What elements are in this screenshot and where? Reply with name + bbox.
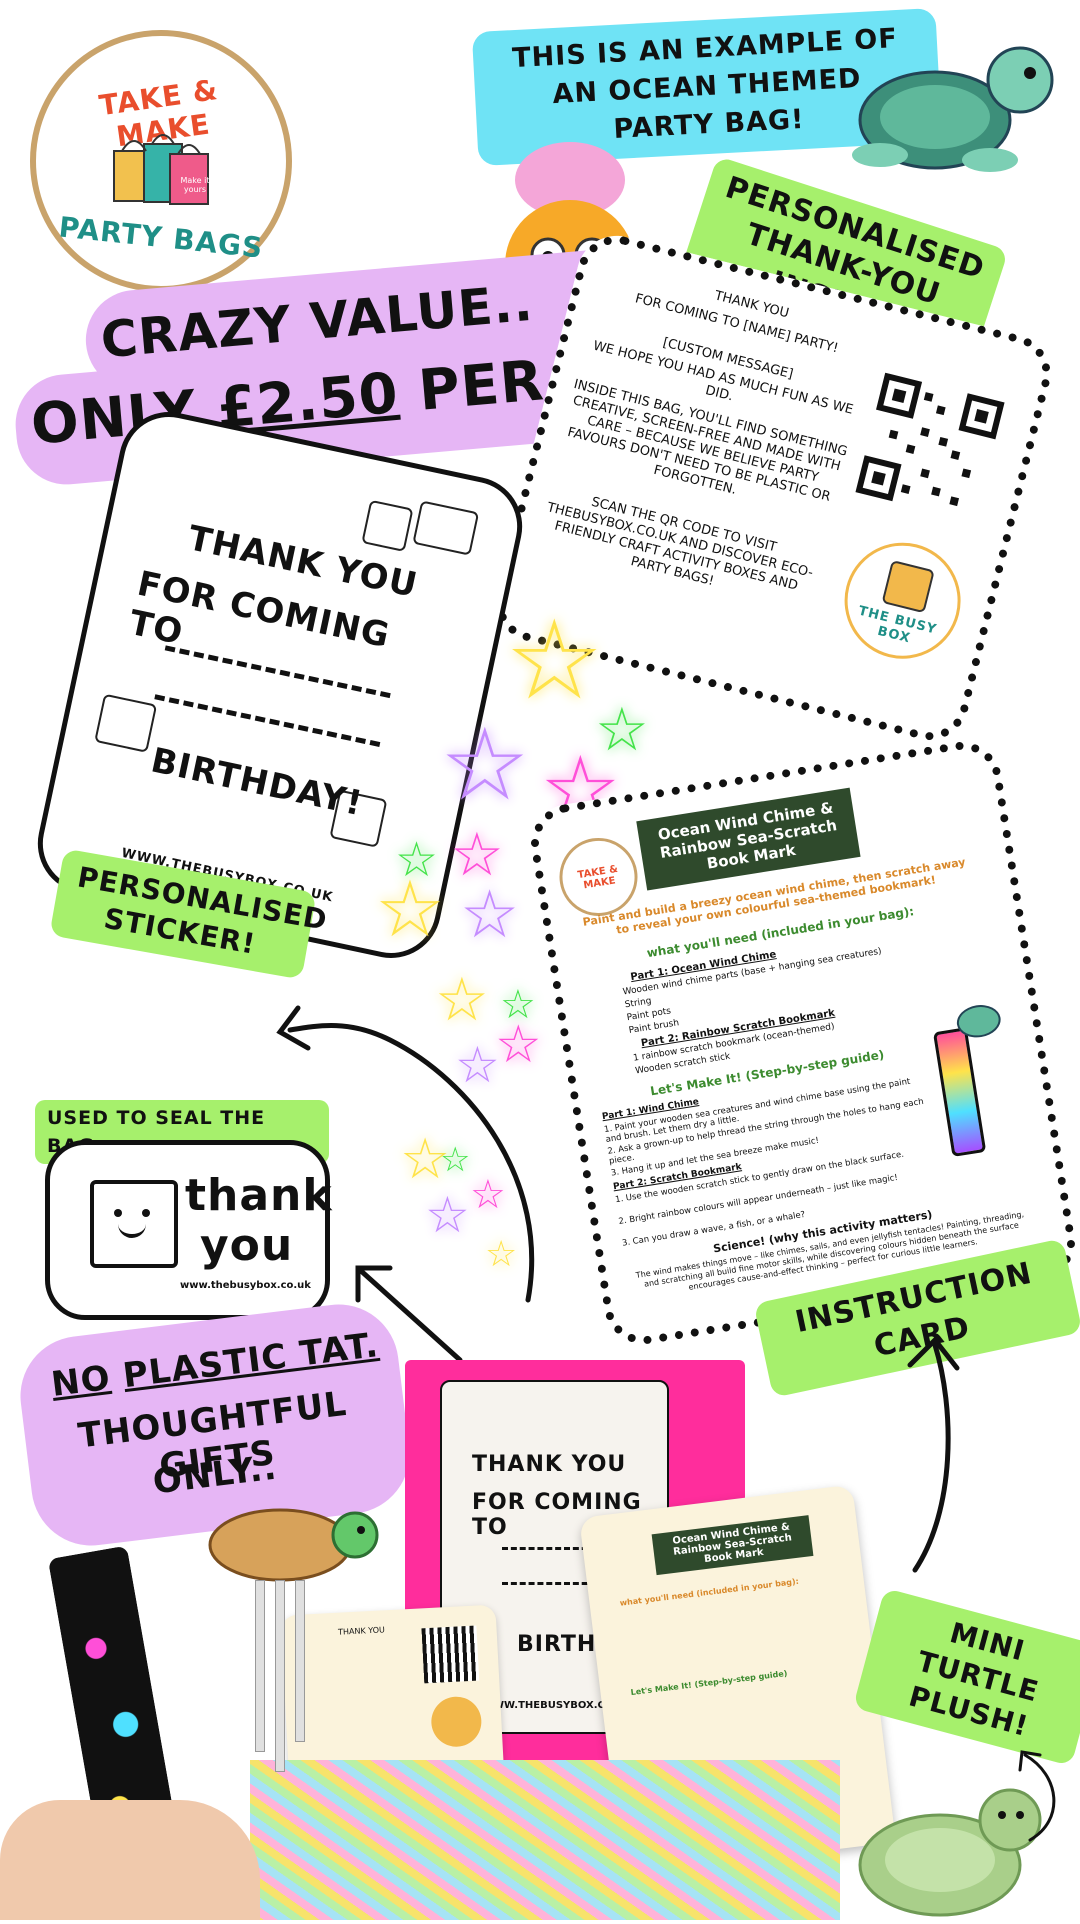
wooden-turtle-chime bbox=[195, 1490, 385, 1590]
box-character-icon bbox=[361, 499, 414, 552]
qr-code-icon bbox=[854, 371, 1006, 524]
bag-sticker-url: WWW.THEBUSYBOX.CO.UK bbox=[482, 1700, 633, 1711]
cake-doodle-icon bbox=[412, 500, 480, 556]
take-make-logo: TAKE & MAKE Make it yours PARTY BAGS bbox=[30, 30, 292, 292]
seal-url: www.thebusybox.co.uk bbox=[180, 1280, 311, 1291]
turtle-plush-icon bbox=[850, 1760, 1050, 1920]
gift-doodle-icon bbox=[94, 693, 158, 753]
star-icon: ☆ bbox=[460, 876, 520, 953]
character-eye-right bbox=[142, 1209, 150, 1217]
star-icon: ☆ bbox=[395, 832, 439, 888]
character-smile bbox=[118, 1222, 146, 1238]
star-icon: ☆ bbox=[500, 982, 536, 1028]
name-blank-2 bbox=[154, 694, 381, 747]
thank-you-insert-card: THANK YOU FOR COMING TO [NAME] PARTY! [C… bbox=[486, 227, 1060, 749]
instruction-title: Ocean Wind Chime & Rainbow Sea-Scratch B… bbox=[636, 787, 861, 891]
bag-sticker-line2: FOR COMING TO bbox=[472, 1490, 642, 1540]
bag-name-blank-1 bbox=[502, 1547, 632, 1550]
star-icon: ☆ bbox=[595, 695, 649, 765]
chime-tube-2 bbox=[275, 1580, 285, 1772]
photo-card-heading: what you'll need (included in your bag): bbox=[619, 1576, 800, 1608]
sticker-line3: BIRTHDAY! bbox=[147, 740, 367, 825]
star-icon: ☆ bbox=[470, 1172, 506, 1218]
chime-tube-1 bbox=[255, 1580, 265, 1752]
arrow-icon bbox=[895, 1330, 975, 1580]
seal-text-2: you bbox=[200, 1220, 294, 1271]
arrow-icon bbox=[270, 980, 550, 1320]
shopping-bags-icon bbox=[106, 126, 216, 216]
star-icon: ☆ bbox=[440, 1140, 471, 1180]
star-icon: ☆ bbox=[485, 1234, 518, 1275]
busy-box-logo-text: THE BUSY BOX bbox=[856, 603, 939, 647]
arrow-icon bbox=[350, 1250, 470, 1370]
photo-card-title: Ocean Wind Chime & Rainbow Sea-Scratch B… bbox=[651, 1515, 814, 1576]
star-icon: ☆ bbox=[425, 1186, 470, 1244]
busy-box-logo: THE BUSY BOX bbox=[832, 530, 973, 672]
star-icon: ☆ bbox=[455, 1036, 500, 1094]
seal-sticker: thank you www.thebusybox.co.uk bbox=[45, 1140, 333, 1320]
logo-line2: PARTY BAGS bbox=[57, 210, 265, 265]
character-eye-left bbox=[114, 1209, 122, 1217]
star-icon: ☆ bbox=[400, 1127, 451, 1192]
box-character-icon bbox=[90, 1180, 178, 1268]
photo-qr-code-icon bbox=[421, 1625, 480, 1684]
photo-busybox-logo bbox=[430, 1695, 483, 1748]
star-icon: ☆ bbox=[505, 596, 604, 724]
star-icon: ☆ bbox=[450, 820, 504, 890]
logo-bag-text: Make it yours bbox=[180, 176, 210, 194]
star-icon: ☆ bbox=[375, 865, 445, 955]
chime-tube-3 bbox=[295, 1580, 305, 1742]
star-icon: ☆ bbox=[440, 706, 530, 823]
star-icon: ☆ bbox=[495, 1015, 542, 1075]
bookmark-image bbox=[932, 1027, 987, 1157]
hand-photo bbox=[0, 1800, 260, 1920]
shredded-paper bbox=[250, 1760, 840, 1920]
star-icon: ☆ bbox=[435, 965, 489, 1035]
robot-icon bbox=[881, 559, 935, 614]
part1-item-1: String bbox=[624, 996, 653, 1011]
turtle-icon bbox=[840, 25, 1060, 185]
photo-insert-text: THANK YOU bbox=[337, 1625, 386, 1637]
instruction-logo-text: TAKE & MAKE bbox=[576, 863, 619, 892]
arrow-icon bbox=[1010, 1740, 1070, 1850]
seal-text-1: thank bbox=[185, 1170, 333, 1221]
bag-name-blank-2 bbox=[502, 1582, 632, 1585]
no-word: NO bbox=[49, 1357, 113, 1405]
photo-card-make: Let's Make It! (Step-by-step guide) bbox=[630, 1668, 788, 1698]
bag-sticker-line1: THANK YOU bbox=[472, 1452, 627, 1477]
